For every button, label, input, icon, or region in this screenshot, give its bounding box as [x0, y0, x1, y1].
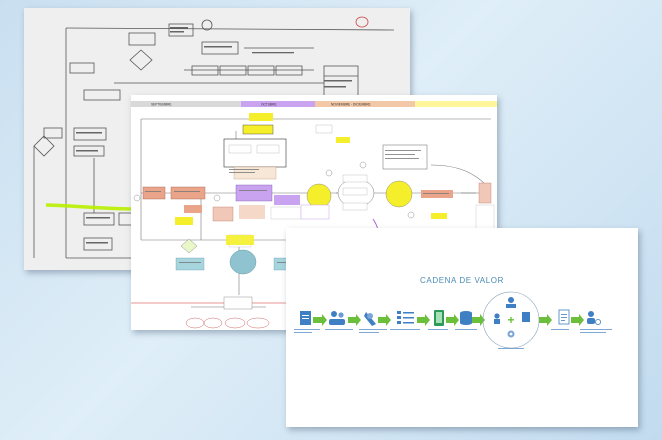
document-icon — [300, 311, 311, 325]
database-icon — [460, 311, 472, 325]
lane-header-2-label: OCTUBRE — [261, 103, 277, 107]
person-icon — [494, 313, 500, 324]
lane-header-1 — [131, 101, 241, 107]
people-icon — [329, 311, 345, 325]
value-chain-title: CADENA DE VALOR — [420, 276, 504, 285]
lane-header-3-label: NOVIEMBRE - DICIEMBRE — [331, 103, 371, 107]
lane-header-1-label: SEPTIEMBRE — [151, 103, 172, 107]
report-icon — [522, 312, 530, 322]
tools-icon — [364, 312, 376, 326]
flow-arrows — [313, 314, 584, 326]
invoice-icon — [558, 309, 570, 325]
value-chain-diagram: + — [294, 291, 612, 349]
checklist-icon — [397, 311, 414, 324]
lane-header-3 — [315, 101, 415, 107]
lane-header-2 — [241, 101, 315, 107]
organization-icon — [506, 297, 516, 308]
tablet-icon — [434, 310, 444, 326]
value-chain-sheet: CADENA DE VALOR — [286, 228, 638, 427]
gear-icon — [507, 330, 515, 338]
user-search-icon — [587, 311, 601, 326]
lane-header-4 — [415, 101, 497, 107]
plus-icon: + — [507, 313, 514, 327]
